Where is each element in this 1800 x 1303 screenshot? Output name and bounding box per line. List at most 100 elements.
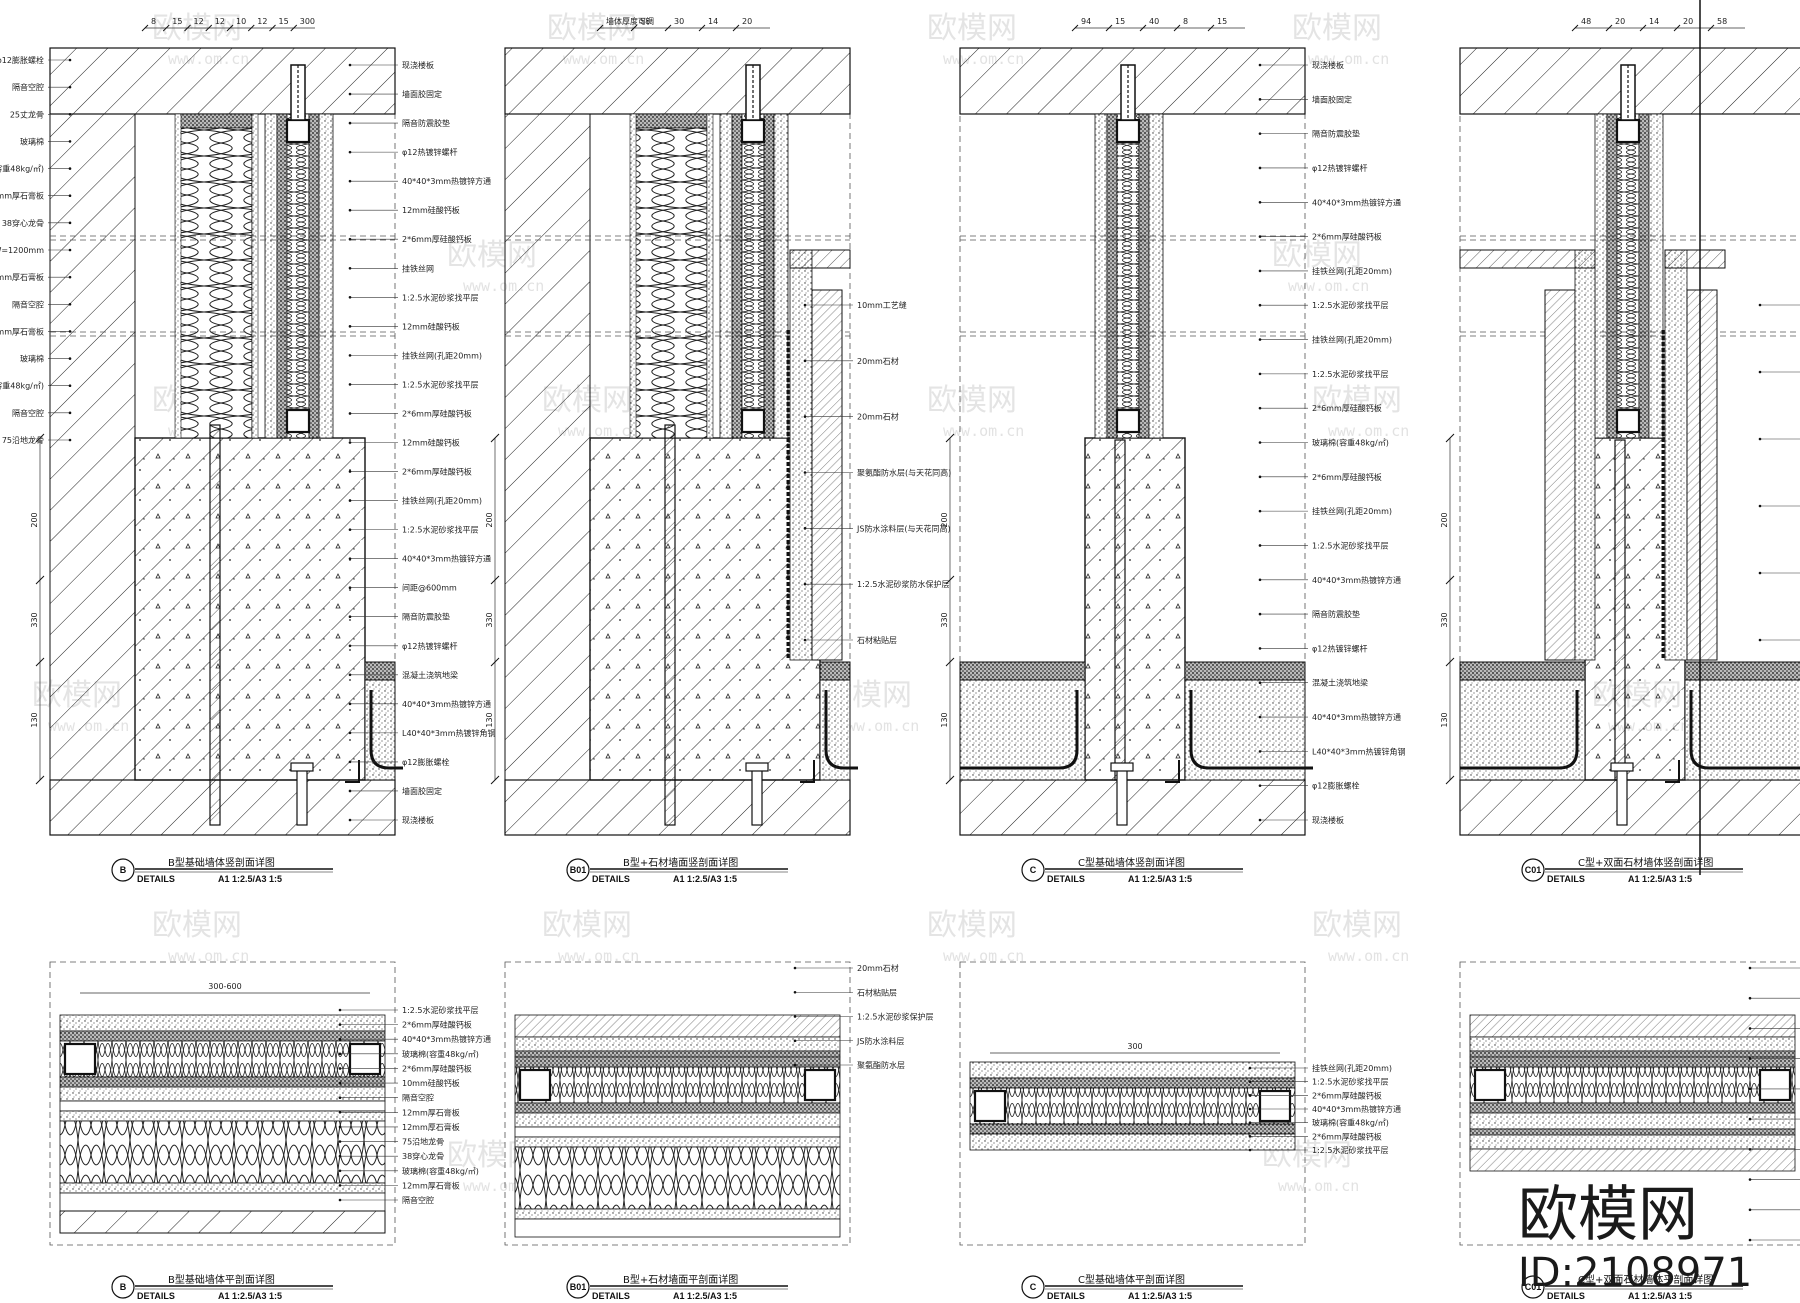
- dimension-tick: [490, 433, 500, 443]
- calcium-silicate-board: [1606, 113, 1618, 439]
- stone-bedding: [789, 249, 813, 661]
- leader-dot: [68, 221, 72, 225]
- leader-dot: [1748, 1057, 1752, 1060]
- detail-scale: A1 1:2.5/A3 1:5: [1628, 874, 1692, 884]
- expansion-bolt: [296, 769, 308, 826]
- detail-title: C型+双面石材墙体竖剖面详图: [1578, 856, 1713, 869]
- note-text: 12mm硅酸钙板: [402, 205, 460, 215]
- existing-wall: [504, 113, 591, 781]
- leader-dot: [68, 438, 72, 442]
- dimension-tick: [664, 24, 672, 32]
- calcium-silicate-board: [514, 1056, 841, 1068]
- note-text: 12mm硅酸钙板: [402, 321, 460, 331]
- leader-dot: [68, 167, 72, 170]
- note-text: 40*40*3mm热镀锌方通: [1312, 575, 1401, 585]
- note-text: 1:2.5水泥砂浆找平层: [1312, 1077, 1389, 1087]
- leader-dot: [348, 121, 352, 125]
- leader-dot: [1758, 504, 1762, 508]
- steel-square-tube: [740, 408, 766, 434]
- watermark-url: www.om.cn: [1278, 1177, 1359, 1195]
- leader-dot: [1258, 269, 1262, 273]
- dimension-value: 15: [172, 17, 182, 26]
- watermark-brand: 欧模网: [152, 908, 242, 943]
- note-text: 12mm厚石膏板: [402, 1122, 460, 1132]
- calcium-silicate-board: [1469, 1102, 1796, 1114]
- note-text: (容重48kg/㎡): [0, 381, 44, 391]
- leader-dot: [1258, 235, 1262, 238]
- note-text: 隔音防震胶垫: [1312, 609, 1360, 619]
- dimension-value: 10: [236, 17, 246, 26]
- dimension-value: 330: [485, 612, 494, 627]
- bolt-head: [745, 762, 769, 772]
- dimension-value: 330: [30, 612, 39, 627]
- leader-dot: [1258, 372, 1262, 376]
- note-text: (容重48kg/㎡): [0, 164, 44, 174]
- note-text: 挂铁丝网(孔距20mm): [1312, 266, 1392, 276]
- dimension-tick: [162, 24, 170, 32]
- steel-square-tube: [803, 1068, 837, 1102]
- stone-20mm: [1469, 1148, 1796, 1172]
- leader-dot: [348, 354, 352, 357]
- leader-dot: [348, 325, 352, 328]
- leader-dot: [68, 330, 72, 333]
- top-track: [634, 113, 708, 129]
- section-frame: [1459, 961, 1800, 1246]
- steel-tube-wool: [741, 113, 765, 439]
- leader-dot: [68, 194, 72, 198]
- stone-bedding-left: [1574, 249, 1596, 661]
- note-text: 40*40*3mm热镀锌方通: [402, 176, 491, 186]
- existing-wall: [49, 113, 136, 781]
- id-stamp: 欧模网 ID:2108971: [1518, 1180, 1752, 1296]
- dimension-value: 300: [1127, 1042, 1142, 1051]
- leader-dot: [338, 1008, 342, 1012]
- dimension-value: 130: [940, 712, 949, 727]
- floor-slab: [1459, 779, 1800, 836]
- steel-square-tube: [285, 118, 311, 144]
- leader-dot: [348, 208, 352, 212]
- threaded-rod: [209, 424, 221, 826]
- gypsum-board: [59, 1110, 386, 1122]
- note-text: JS防水涂料层(与天花同高): [856, 523, 951, 533]
- watermark-brand: 欧模网: [542, 908, 632, 943]
- leader-dot: [348, 441, 352, 444]
- dimension-tick: [698, 24, 706, 32]
- leader-dot: [1258, 818, 1262, 822]
- dimension-value: 330: [940, 612, 949, 627]
- note-text: 40*40*3mm热镀锌方通: [1312, 1104, 1401, 1114]
- leader-dot: [1248, 1107, 1252, 1111]
- dimension-value: 20: [1683, 17, 1693, 26]
- dimension-tick: [35, 657, 45, 667]
- leader-dot: [1748, 1178, 1752, 1181]
- detail-id-circle: [1521, 858, 1545, 882]
- leader-dot: [348, 266, 352, 270]
- detail-id: B01: [570, 865, 587, 875]
- dimension-tick: [945, 575, 955, 585]
- leader-dot: [338, 1154, 342, 1158]
- leader-dot: [803, 582, 807, 586]
- leader-dot: [68, 411, 72, 415]
- note-text: φ12热镀锌螺杆: [1312, 643, 1367, 653]
- detail-scale: A1 1:2.5/A3 1:5: [673, 1291, 737, 1301]
- dimension-value: 15: [279, 17, 289, 26]
- steel-square-tube: [1473, 1068, 1507, 1102]
- dimension-value: 330: [1440, 612, 1449, 627]
- watermark-url: www.om.cn: [1328, 947, 1409, 965]
- note-text: 挂铁丝网(孔距20mm): [402, 350, 482, 360]
- dimension-tick: [596, 24, 604, 32]
- note-text: 聚氨酯防水层: [857, 1060, 905, 1070]
- glass-wool-cavity: [59, 1120, 386, 1184]
- stone-20mm: [811, 289, 843, 661]
- dimension-tick: [490, 575, 500, 585]
- note-text: 1:2.5水泥砂浆找平层: [402, 292, 479, 302]
- leader-dot: [348, 92, 352, 96]
- dimension-tick: [247, 24, 255, 32]
- floor-screed-left: [1459, 661, 1586, 681]
- expansion-bolt: [751, 769, 763, 826]
- leader-dot: [348, 296, 352, 299]
- steel-tube-wool: [1116, 113, 1140, 439]
- dimension-tick: [35, 433, 45, 443]
- dimension-tick: [205, 24, 213, 32]
- leader-dot: [1258, 406, 1262, 410]
- angle-steel: [800, 760, 815, 783]
